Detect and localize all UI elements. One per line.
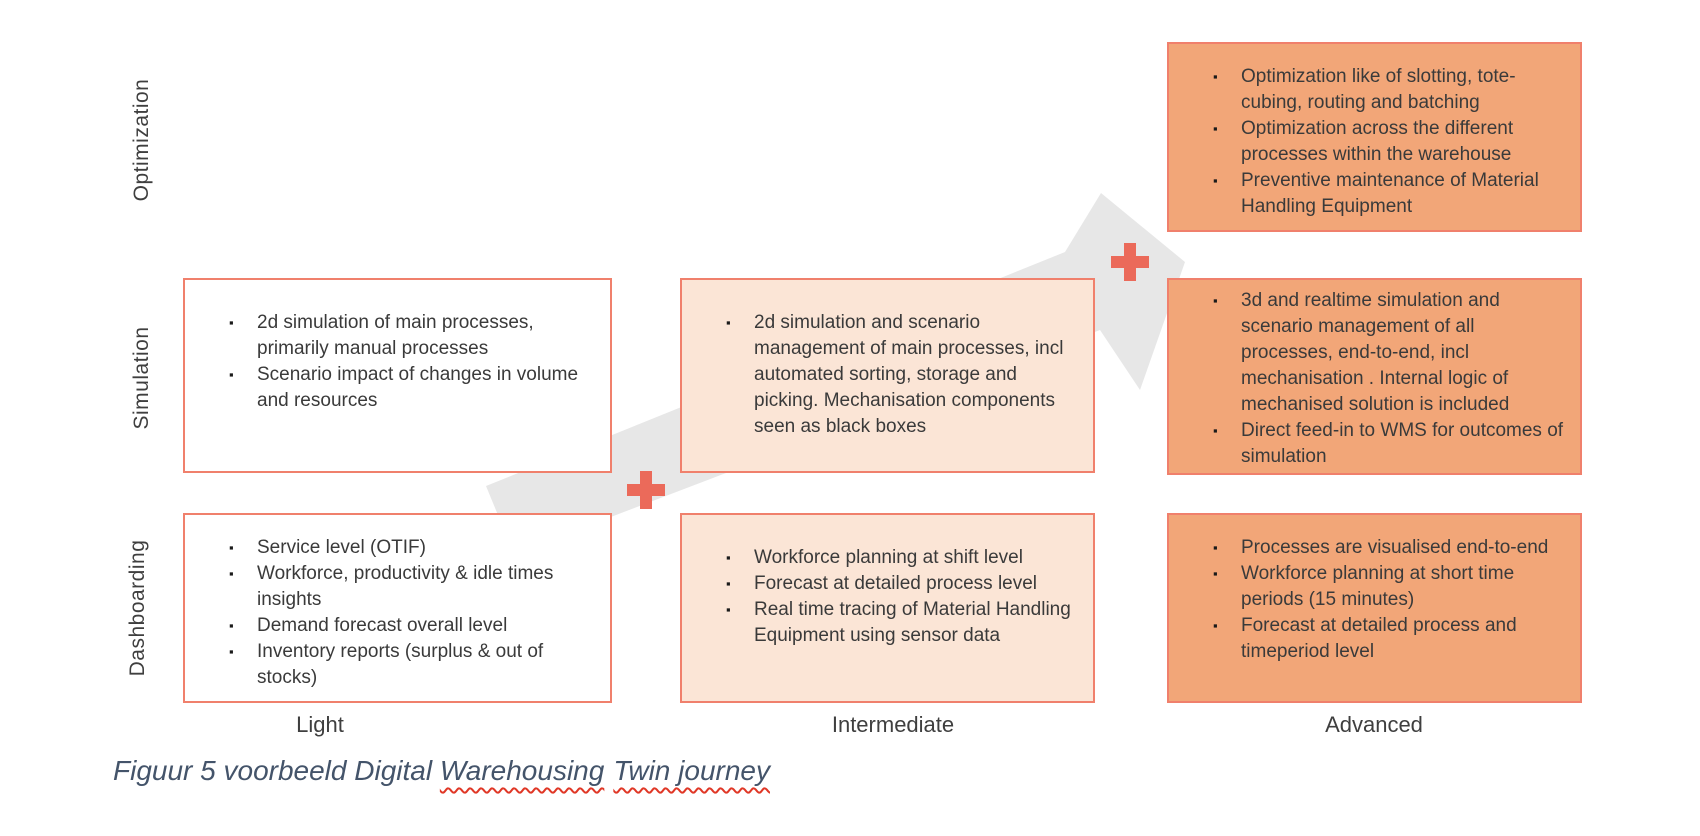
bullet-square-icon: ▪ (1213, 173, 1218, 188)
row-label-dashboarding: Dashboarding (126, 539, 149, 677)
plus-icon (1111, 243, 1149, 281)
list-item: ▪ Preventive maintenance of Material Hand… (1209, 168, 1566, 220)
bullet-square-icon: ▪ (1213, 566, 1218, 581)
box-dashboarding-advanced: ▪ Processes are visualised end-to-end ▪ Wo… (1167, 513, 1582, 703)
col-label-advanced: Advanced (1325, 712, 1423, 737)
plus-icon (627, 471, 665, 509)
list-item: ▪ Demand forecast overall level (225, 613, 596, 639)
list-item: ▪ Service level (OTIF) (225, 535, 596, 561)
bullet-square-icon: ▪ (229, 618, 234, 633)
bullet-text: Optimization like of slotting, tote-cubi… (1241, 66, 1516, 113)
bullet-text: Real time tracing of Material Handling E… (754, 599, 1071, 646)
bullet-text: Optimization across the different proces… (1241, 118, 1514, 165)
bullet-text: Forecast at detailed process and timeper… (1241, 615, 1517, 662)
box-dashboarding-light: ▪ Service level (OTIF) ▪ Workforce, produc… (183, 513, 612, 703)
bullet-square-icon: ▪ (726, 550, 731, 565)
bullet-square-icon: ▪ (1213, 618, 1218, 633)
bullet-text: Workforce planning at shift level (754, 547, 1023, 568)
list-item: ▪ Forecast at detailed process and timepe… (1209, 613, 1566, 665)
list-item: ▪ Inventory reports (surplus & out of sto… (225, 639, 596, 691)
list-item: ▪ Optimization across the different proce… (1209, 116, 1566, 168)
list-item: ▪ 2d simulation of main processes, primar… (225, 310, 596, 362)
bullet-list: ▪ 3d and realtime simulation and scenario… (1169, 280, 1580, 478)
bullet-text: Processes are visualised end-to-end (1241, 537, 1549, 558)
bullet-text: Workforce planning at short time periods… (1241, 563, 1515, 610)
box-optimization-advanced: ▪ Optimization like of slotting, tote-cub… (1167, 42, 1582, 232)
bullet-square-icon: ▪ (726, 576, 731, 591)
bullet-square-icon: ▪ (1213, 121, 1218, 136)
row-label-optimization: Optimization (130, 78, 153, 202)
bullet-list: ▪ Workforce planning at shift level ▪ Fore… (682, 515, 1093, 657)
bullet-list: ▪ Optimization like of slotting, tote-cub… (1169, 44, 1580, 228)
bullet-text: 3d and realtime simulation and scenario … (1241, 290, 1510, 415)
bullet-square-icon: ▪ (1213, 69, 1218, 84)
bullet-square-icon: ▪ (726, 602, 731, 617)
list-item: ▪ Workforce planning at short time period… (1209, 561, 1566, 613)
bullet-square-icon: ▪ (229, 315, 234, 330)
bullet-list: ▪ Service level (OTIF) ▪ Workforce, produc… (185, 515, 610, 699)
list-item: ▪ Processes are visualised end-to-end (1209, 535, 1566, 561)
bullet-square-icon: ▪ (229, 644, 234, 659)
list-item: ▪ Optimization like of slotting, tote-cub… (1209, 64, 1566, 116)
bullet-square-icon: ▪ (1213, 293, 1218, 308)
box-simulation-intermediate: ▪ 2d simulation and scenario management o… (680, 278, 1095, 473)
caption-word-warehousing: Warehousing (439, 755, 605, 786)
bullet-text: Direct feed-in to WMS for outcomes of si… (1241, 420, 1564, 467)
bullet-text: 2d simulation and scenario management of… (754, 312, 1064, 437)
bullet-text: Scenario impact of changes in volume and… (257, 364, 579, 411)
bullet-square-icon: ▪ (229, 367, 234, 382)
bullet-list: ▪ 2d simulation of main processes, primar… (185, 280, 610, 422)
list-item: ▪ Workforce, productivity & idle times in… (225, 561, 596, 613)
list-item: ▪ Real time tracing of Material Handling … (722, 597, 1079, 649)
bullet-text: Demand forecast overall level (257, 615, 508, 636)
bullet-square-icon: ▪ (229, 566, 234, 581)
bullet-text: Workforce, productivity & idle times ins… (257, 563, 554, 610)
bullet-text: Forecast at detailed process level (754, 573, 1038, 594)
col-label-intermediate: Intermediate (831, 712, 955, 737)
list-item: ▪ Forecast at detailed process level (722, 571, 1079, 597)
col-label-light: Light (296, 712, 344, 737)
bullet-square-icon: ▪ (229, 540, 234, 555)
bullet-text: 2d simulation of main processes, primari… (257, 312, 534, 359)
box-simulation-light: ▪ 2d simulation of main processes, primar… (183, 278, 612, 473)
row-label-simulation: Simulation (130, 326, 153, 430)
bullet-list: ▪ Processes are visualised end-to-end ▪ Wo… (1169, 515, 1580, 673)
list-item: ▪ Scenario impact of changes in volume an… (225, 362, 596, 414)
box-simulation-advanced: ▪ 3d and realtime simulation and scenario… (1167, 278, 1582, 475)
bullet-text: Preventive maintenance of Material Handl… (1241, 170, 1539, 217)
bullet-square-icon: ▪ (1213, 423, 1218, 438)
list-item: ▪ Direct feed-in to WMS for outcomes of s… (1209, 418, 1566, 470)
bullet-list: ▪ 2d simulation and scenario management o… (682, 280, 1093, 448)
bullet-text: Inventory reports (surplus & out of stoc… (257, 641, 544, 688)
list-item: ▪ Workforce planning at shift level (722, 545, 1079, 571)
box-dashboarding-intermediate: ▪ Workforce planning at shift level ▪ Fore… (680, 513, 1095, 703)
list-item: ▪ 2d simulation and scenario management o… (722, 310, 1079, 440)
bullet-text: Service level (OTIF) (257, 537, 426, 558)
bullet-square-icon: ▪ (726, 315, 731, 330)
list-item: ▪ 3d and realtime simulation and scenario… (1209, 288, 1566, 418)
bullet-square-icon: ▪ (1213, 540, 1218, 555)
figure-caption: Figuur 5 voorbeeld Digital Warehousing Tw… (113, 755, 770, 787)
caption-word-twin-journey: Twin journey (613, 755, 770, 786)
caption-prefix: Figuur 5 voorbeeld Digital (113, 755, 440, 786)
